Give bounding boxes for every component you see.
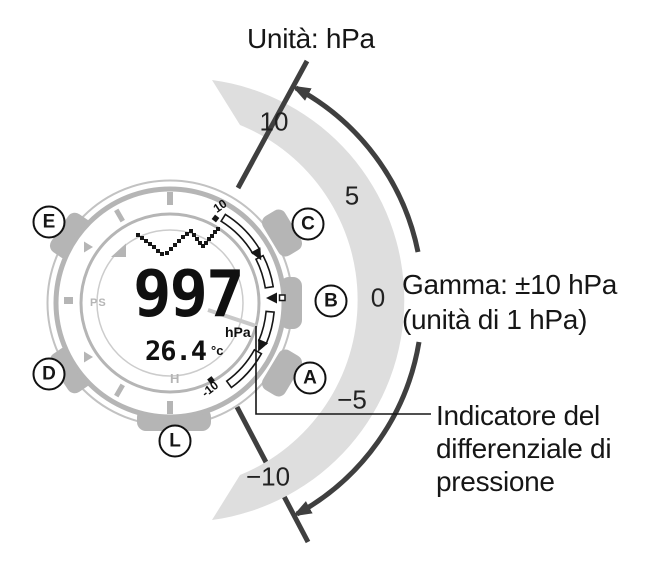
indicator-leader-gray bbox=[207, 308, 257, 328]
indicator-callout-line bbox=[255, 326, 431, 415]
indicator-arc-seg4 bbox=[225, 348, 263, 389]
tick-6 bbox=[167, 401, 173, 414]
watch-illustration bbox=[46, 179, 303, 431]
scale-label-0: 0 bbox=[370, 282, 386, 313]
unit-label: Unità: hPa bbox=[247, 23, 375, 54]
indicator-arrowhead-upper bbox=[250, 247, 262, 261]
scale-label-5: 5 bbox=[344, 180, 360, 211]
scale-label-10: 10 bbox=[259, 106, 289, 137]
lcd-h-indicator: H bbox=[170, 371, 180, 386]
indicator-label-line2: differenziale di bbox=[436, 433, 612, 464]
plus10-pointer-line bbox=[235, 59, 310, 190]
watch-dial bbox=[96, 229, 244, 377]
watch-button-d bbox=[49, 346, 92, 394]
tick-9-square bbox=[64, 297, 73, 304]
range-arrow-upper bbox=[291, 85, 421, 253]
zero-marker-square bbox=[278, 294, 286, 302]
range-label-line1: Gamma: ±10 hPa bbox=[402, 269, 618, 300]
lcd-temperature-unit: °c bbox=[211, 343, 224, 358]
indicator-label-line3: pressione bbox=[436, 466, 555, 497]
pressure-graph bbox=[136, 227, 220, 256]
button-label-d: D bbox=[32, 357, 66, 391]
watch-button-a bbox=[261, 349, 303, 397]
watch-button-c bbox=[261, 209, 303, 257]
zero-pointer-icon bbox=[266, 292, 277, 304]
indicator-arrowhead-lower bbox=[258, 338, 269, 352]
dial-ps-text: PS bbox=[90, 297, 107, 309]
button-label-c: C bbox=[291, 207, 325, 241]
lcd-pressure-unit: hPa bbox=[225, 324, 251, 340]
tick-8-triangle bbox=[84, 351, 93, 363]
dial-plus10-square bbox=[211, 214, 220, 223]
lcd-pressure-value: 997 bbox=[133, 258, 245, 332]
tick-10-triangle bbox=[84, 241, 93, 253]
lcd-temperature-value: 26.4 bbox=[145, 336, 207, 367]
scale-label-minus5: −5 bbox=[337, 384, 367, 415]
tick-12 bbox=[167, 192, 173, 205]
button-label-b: B bbox=[314, 284, 348, 318]
range-label-line2: (unità di 1 hPa) bbox=[402, 304, 588, 335]
dial-minus10-square bbox=[207, 376, 215, 384]
button-label-e: E bbox=[32, 205, 66, 239]
bezel-ticks bbox=[64, 192, 173, 414]
tick-11 bbox=[114, 208, 125, 223]
range-arrow-lower bbox=[292, 341, 422, 517]
watch-button-e bbox=[49, 212, 92, 260]
indicator-label-line1: Indicatore del bbox=[436, 400, 600, 431]
scale-label-minus10: −10 bbox=[245, 461, 291, 492]
button-label-l: L bbox=[158, 424, 192, 458]
dial-mode-triangle bbox=[111, 243, 126, 257]
tick-7 bbox=[114, 383, 125, 398]
button-label-a: A bbox=[293, 361, 327, 395]
scale-band bbox=[212, 80, 405, 520]
differential-indicator-arc bbox=[219, 213, 275, 389]
indicator-arc-seg2 bbox=[254, 254, 275, 289]
